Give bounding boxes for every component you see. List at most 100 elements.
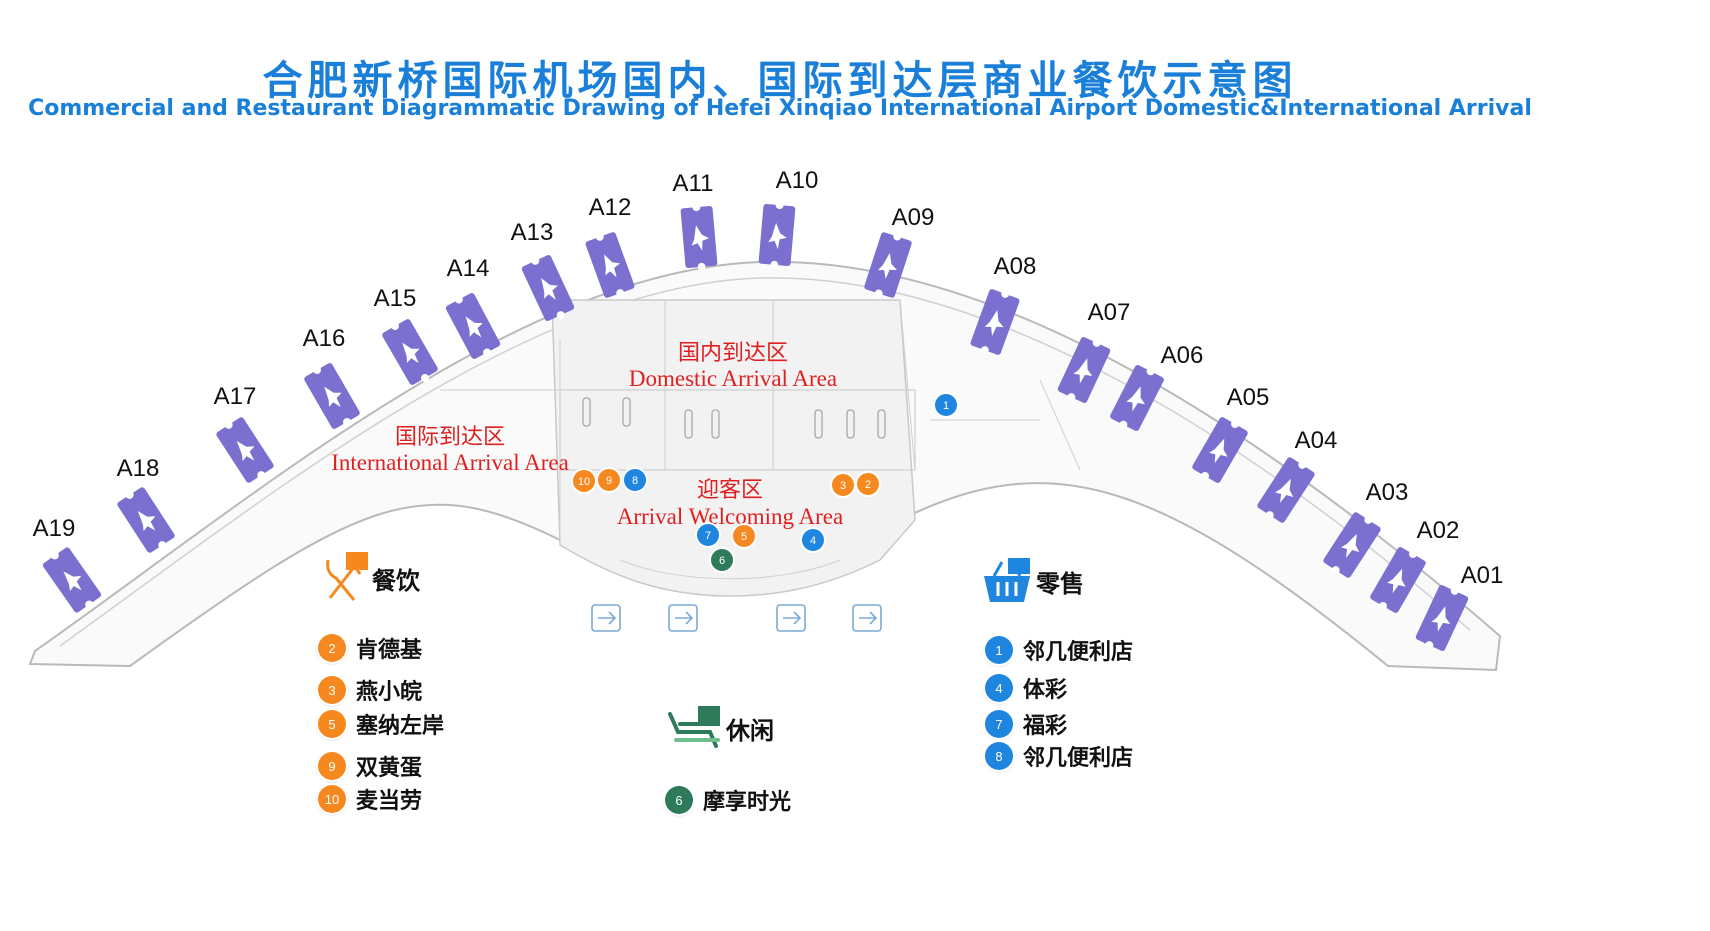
gate-card xyxy=(42,547,102,613)
legend-shop-name: 邻几便利店 xyxy=(1023,640,1134,665)
plane-icon xyxy=(1209,438,1228,464)
gate-card xyxy=(521,255,575,321)
gate-label: A03 xyxy=(1366,479,1409,506)
plane-icon xyxy=(541,277,558,300)
gate-card xyxy=(1057,337,1111,403)
marker-number: 1 xyxy=(943,400,949,412)
marker-number: 2 xyxy=(865,479,871,491)
gate-label: A19 xyxy=(33,515,76,542)
legend-number-badge: 9 xyxy=(318,752,346,780)
legend-shop-name: 体彩 xyxy=(1023,678,1068,703)
structure-lines xyxy=(440,299,1081,580)
marker-number: 3 xyxy=(840,480,846,492)
legend-number-badge: 5 xyxy=(318,710,346,738)
gate-card xyxy=(1257,457,1315,523)
legend-shop-name: 塞纳左岸 xyxy=(356,714,445,739)
page-title: 合肥新桥国际机场国内、国际到达层商业餐饮示意图 xyxy=(262,58,1298,104)
gate-a03: A03 xyxy=(1323,479,1409,578)
retail-legend-item: 7 福彩 xyxy=(985,708,1067,740)
gate-a07: A07 xyxy=(1057,299,1131,403)
welcoming-area-en: Arrival Welcoming Area xyxy=(617,504,843,529)
dining-legend-item: 9 双黄蛋 xyxy=(318,750,422,782)
legend-number-badge: 4 xyxy=(985,674,1013,702)
gate-a02: A02 xyxy=(1370,517,1460,613)
gate-label: A14 xyxy=(447,255,490,282)
exit-icon xyxy=(852,604,882,632)
gate-label: A12 xyxy=(589,194,632,221)
legend-shop-name: 麦当劳 xyxy=(356,789,423,814)
gates-layer: A01A02A03A04A05A06A07A08A09A10A11A12A13A… xyxy=(33,167,1504,651)
gate-label: A01 xyxy=(1461,562,1504,589)
gate-a19: A19 xyxy=(33,515,102,613)
gate-card xyxy=(1415,585,1469,651)
gate-card xyxy=(970,289,1020,355)
map-marker-8[interactable]: 8 xyxy=(622,467,648,493)
gate-card xyxy=(680,203,718,271)
retail-legend-title: 零售 xyxy=(1036,569,1084,598)
marker-number: 6 xyxy=(719,555,725,567)
gate-label: A09 xyxy=(892,204,935,231)
gate-a04: A04 xyxy=(1257,427,1338,523)
legend-shop-name: 福彩 xyxy=(1023,714,1068,739)
map-marker-9[interactable]: 9 xyxy=(596,467,622,493)
map-marker-4[interactable]: 4 xyxy=(800,527,826,553)
plane-icon xyxy=(63,571,82,592)
gate-card xyxy=(445,293,501,359)
map-marker-10[interactable]: 10 xyxy=(571,468,597,494)
gate-card xyxy=(117,487,175,553)
marker-number: 7 xyxy=(705,530,711,542)
gate-card xyxy=(1110,365,1164,431)
gate-a14: A14 xyxy=(445,255,501,359)
gate-card xyxy=(1323,512,1381,578)
exit-icon xyxy=(668,604,698,632)
gate-a01: A01 xyxy=(1415,562,1504,651)
plane-icon xyxy=(465,316,483,338)
legend-number-badge: 7 xyxy=(985,710,1013,738)
map-marker-6[interactable]: 6 xyxy=(709,547,735,573)
legend-number-badge: 2 xyxy=(318,634,346,662)
plane-icon xyxy=(877,252,897,279)
legend-number-badge: 3 xyxy=(318,676,346,704)
map-marker-7[interactable]: 7 xyxy=(695,522,721,548)
plane-icon xyxy=(1387,568,1406,594)
plane-icon xyxy=(236,441,255,462)
gate-card xyxy=(864,232,912,298)
legend-shop-name: 肯德基 xyxy=(356,638,423,663)
gate-label: A04 xyxy=(1295,427,1338,454)
map-marker-3[interactable]: 3 xyxy=(830,472,856,498)
gate-card xyxy=(1370,547,1426,613)
legend-number-badge: 6 xyxy=(665,786,693,814)
gate-label: A07 xyxy=(1088,299,1131,326)
dining-legend-title: 餐饮 xyxy=(372,566,420,595)
retail-legend-item: 4 体彩 xyxy=(985,672,1067,704)
plane-icon xyxy=(402,342,420,364)
map-marker-5[interactable]: 5 xyxy=(731,523,757,549)
legend-shop-name: 双黄蛋 xyxy=(356,756,423,781)
gate-card xyxy=(1192,417,1248,483)
plane-icon xyxy=(691,225,710,251)
gate-a05: A05 xyxy=(1192,384,1269,483)
gate-a12: A12 xyxy=(585,194,635,298)
lounge-chair-icon xyxy=(668,706,720,748)
map-marker-1[interactable]: 1 xyxy=(933,392,959,418)
gate-card xyxy=(304,363,360,429)
plane-icon xyxy=(768,222,787,250)
exit-icons xyxy=(591,604,882,632)
gate-a16: A16 xyxy=(303,325,360,429)
domestic-area-en: Domestic Arrival Area xyxy=(629,366,837,391)
gate-label: A18 xyxy=(117,455,160,482)
gate-a15: A15 xyxy=(374,285,438,385)
gate-a11: A11 xyxy=(673,170,718,271)
gate-label: A02 xyxy=(1417,517,1460,544)
fork-knife-icon xyxy=(326,552,368,601)
marker-number: 4 xyxy=(810,535,816,547)
map-marker-2[interactable]: 2 xyxy=(855,471,881,497)
dining-legend-header: 餐饮 xyxy=(322,552,420,604)
gate-label: A11 xyxy=(673,170,714,197)
plane-icon xyxy=(1340,533,1360,558)
gate-a17: A17 xyxy=(214,383,274,483)
gate-a09: A09 xyxy=(864,204,935,298)
